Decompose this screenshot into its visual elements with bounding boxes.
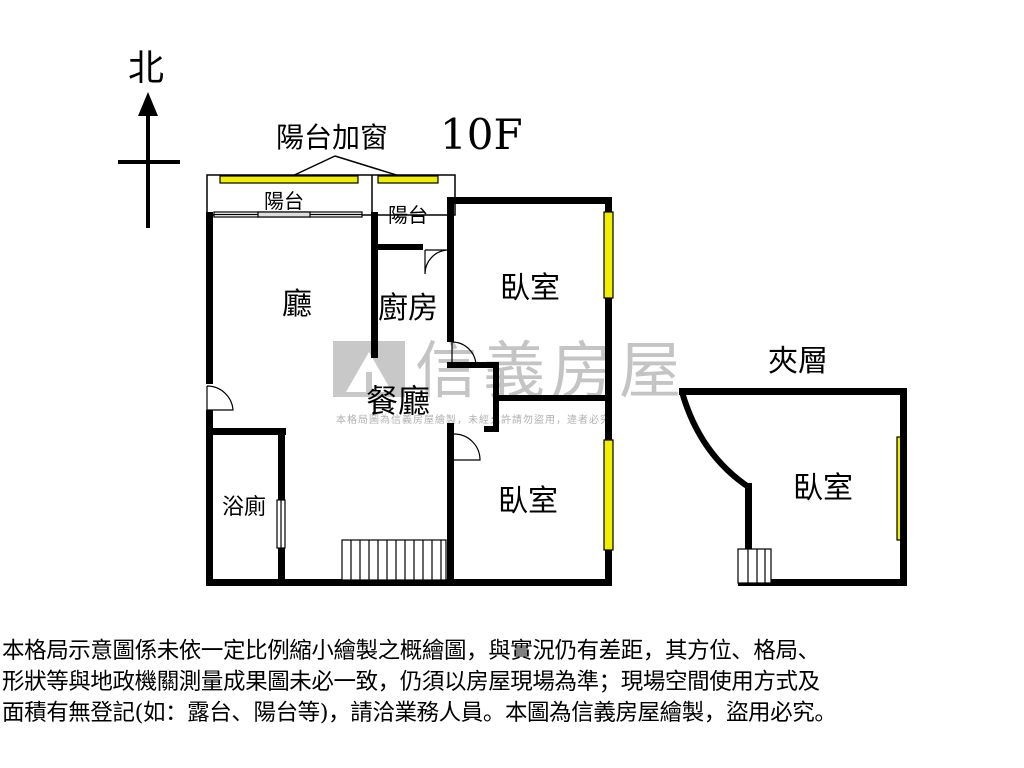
room-bedroom-top: 臥室 xyxy=(500,271,560,306)
mezzanine-stairs xyxy=(737,548,772,584)
walls xyxy=(206,197,612,586)
door-kitchen xyxy=(424,249,448,275)
door-bedroom-top xyxy=(451,341,477,367)
balcony-window-label: 陽台加窗 xyxy=(276,121,388,154)
compass-north-label: 北 xyxy=(128,48,164,89)
floor-label: 10F xyxy=(440,110,523,159)
room-living: 廳 xyxy=(282,287,312,322)
watermark-note: 本格局圖為信義房屋繪製，未經允許請勿盜用，違者必究 xyxy=(336,413,611,426)
room-labels: 陽台 陽台 廳 廚房 餐廳 臥室 臥室 浴廁 臥室 xyxy=(222,189,853,520)
door-bedroom-bottom xyxy=(453,433,481,461)
window-balcony-left xyxy=(219,175,359,184)
doors xyxy=(206,249,481,549)
disclaimer-line-2: 形狀等與地政機關測量成果圖未必一致，仍須以房屋現場為準；現場空間使用方式及 xyxy=(2,669,820,695)
window-bedroom-top xyxy=(603,211,614,299)
room-dining: 餐廳 xyxy=(366,382,430,420)
disclaimer-line-3: 面積有無登記(如：露台、陽台等)，請洽業務人員。本圖為信義房屋繪製，盜用必究。 xyxy=(2,700,837,726)
room-balcony-left: 陽台 xyxy=(264,189,304,213)
mezzanine-curved-wall xyxy=(679,391,752,491)
window-bedroom-bottom xyxy=(603,439,614,551)
window-balcony-right xyxy=(377,175,439,184)
room-kitchen: 廚房 xyxy=(378,291,438,326)
watermark-brand: 信義房屋 xyxy=(415,334,687,407)
watermark-logo xyxy=(333,341,405,397)
compass: 北 xyxy=(118,48,180,228)
mezzanine-label: 夾層 xyxy=(768,344,828,379)
room-bedroom-mezzanine: 臥室 xyxy=(793,471,853,506)
disclaimer: 本格局示意圖係未依一定比例縮小繪製之概繪圖，與實況仍有差距，其方位、格局、 形狀… xyxy=(2,636,1022,729)
disclaimer-line-1: 本格局示意圖係未依一定比例縮小繪製之概繪圖，與實況仍有差距，其方位、格局、 xyxy=(2,638,820,664)
balcony-windows xyxy=(219,175,439,184)
mezzanine: 夾層 xyxy=(679,344,907,586)
room-balcony-right: 陽台 xyxy=(388,203,428,227)
floor-plan: 信義房屋 本格局圖為信義房屋繪製，未經允許請勿盜用，違者必究 北 陽台加窗 10… xyxy=(118,48,907,586)
balcony-sliding-door xyxy=(213,211,363,218)
watermark: 信義房屋 本格局圖為信義房屋繪製，未經允許請勿盜用，違者必究 xyxy=(333,334,687,426)
room-bathroom: 浴廁 xyxy=(222,495,266,520)
door-entrance xyxy=(206,385,234,411)
room-bedroom-bottom: 臥室 xyxy=(498,484,558,519)
compass-arrow-icon xyxy=(138,92,158,116)
staircase xyxy=(341,539,447,581)
